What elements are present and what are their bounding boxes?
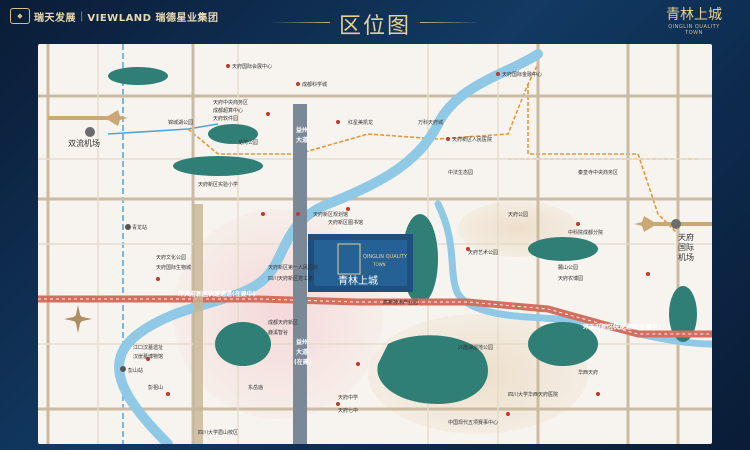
poi-p: 天府新区第一人民医院 (268, 264, 318, 271)
poi-a: 天府国际会展中心 (232, 63, 272, 70)
poi-l: 天府中学 (338, 394, 358, 401)
project-badge: 青林上城 QINGLIN QUALITY TOWN (656, 4, 732, 40)
road-yizhou-low-1: 益州 (296, 338, 308, 346)
poi-w: 江口汉墓遗址 (133, 344, 163, 351)
poi-x2: 中科院成都分院 (568, 229, 603, 236)
rail-line-top (107, 123, 219, 135)
airport-tianfu-3: 机场 (678, 252, 694, 262)
poi-g: 兴隆湖湿地公园 (458, 344, 493, 351)
airport-tianfu-1: 天府 (678, 232, 694, 242)
road-yizhou-low-2: 大道 (296, 348, 308, 356)
poi-n: 中国现代五项赛事中心 (448, 419, 498, 426)
park-far-east (669, 286, 697, 342)
title-line-right (420, 22, 480, 23)
lake-southwest (215, 322, 271, 366)
poi-cc: 天府文化公园 (156, 254, 186, 261)
brand-logo-icon: ◆ (10, 8, 30, 24)
park-belt (173, 156, 263, 176)
poi-ff: 秦皇寺中央商务区 (578, 169, 618, 176)
project-en-1: QINGLIN QUALITY (363, 254, 408, 260)
tianfu-avenue (193, 204, 203, 444)
poi-gg: 天府新区实验小学 (198, 181, 238, 188)
lake-east (528, 322, 598, 366)
metro-line-2 (527, 84, 679, 235)
ring-expressway (38, 295, 712, 338)
airport-east-marker (671, 219, 681, 229)
poi-kk: 华西天府 (578, 369, 598, 376)
poi-jj: 中法生态园 (448, 169, 473, 176)
airplane-west-icon (48, 110, 128, 126)
brand-separator: | (80, 10, 84, 22)
poi-nn: 成都天府新区 (268, 319, 298, 326)
poi-s: 天府软件园 (213, 115, 238, 122)
location-map: 天府国际会展中心 成都科学城 天府国际金融中心 天府中央商务区 成都超算中心 天… (38, 44, 712, 444)
poi-hh: 天府新区图书馆 (328, 219, 363, 226)
page-title: 区位图 (338, 14, 411, 39)
airport-shuangliu: 双流机场 (68, 138, 100, 148)
poi-aa: 东岳庙 (248, 384, 263, 391)
poi-u: 红星美凯龙 (348, 119, 373, 126)
project-badge-en: QINGLIN QUALITY (668, 24, 720, 30)
project-badge-en-sub: TOWN (685, 30, 703, 36)
project-cn: 青林上城 (338, 274, 378, 287)
poi-q: 四川天府新区党工委 (268, 275, 313, 282)
poi-b: 成都科学城 (302, 81, 327, 88)
poi-pp: 天府农博园 (558, 275, 583, 282)
poi-z: 四川大学眉山校区 (198, 429, 238, 436)
poi-ii: 天府国际生物城 (156, 264, 191, 271)
poi-oo: 天府新区规划馆 (313, 211, 348, 218)
lake-xinglong (377, 335, 488, 404)
brand-left: 瑞天发展 (34, 12, 76, 24)
poi-j: 天府新区人民医院 (452, 136, 492, 143)
poi-d: 天府中央商务区 (213, 99, 248, 106)
poi-y: 彭祖山 (148, 384, 163, 391)
poi-x: 汉崖墓博物馆 (133, 353, 163, 360)
poi-rr: 天府艺术公园 (468, 249, 498, 256)
park-north (108, 67, 168, 85)
header: ◆ 瑞天发展 | VIEWLAND 瑞德星业集团 区位图 青林上城 QINGLI… (0, 0, 750, 40)
airport-west-marker (85, 127, 95, 137)
park-east (528, 237, 598, 261)
road-yizhou-1: 益州 (296, 126, 308, 134)
poi-m: 天府七中 (338, 407, 358, 414)
station-markers (120, 224, 131, 372)
poi-markers (146, 64, 650, 416)
poi-bb: 鹿溪智谷 (268, 329, 288, 336)
yizhou-avenue (293, 104, 307, 444)
river-jinjiang (114, 49, 543, 444)
brand-right: VIEWLAND 瑞德星业集团 (87, 12, 219, 24)
compass-icon (64, 305, 92, 333)
project-en-2: TOWN (372, 262, 386, 267)
poi-dd: 麓山公园 (558, 264, 578, 271)
title-line-left (270, 22, 330, 23)
poi-ll: 万科天府城 (418, 119, 443, 126)
poi-v: 龙湾公园 (238, 139, 258, 146)
poi-ee: 锦城湖公园 (168, 119, 193, 126)
poi-mm: 高新技术产业园 (383, 299, 418, 306)
poi-e: 成都超算中心 (213, 107, 243, 114)
road-grid-minor (38, 44, 712, 444)
road-yizhou-2: 大道 (296, 136, 308, 144)
brand-logos: ◆ 瑞天发展 | VIEWLAND 瑞德星业集团 (10, 8, 218, 24)
project-logo-icon (337, 243, 361, 275)
poi-f: 天府公园 (508, 211, 528, 218)
poi-c: 天府国际金融中心 (502, 71, 542, 78)
poi-k: 四川大学华西天府医院 (508, 391, 558, 398)
road-huan-right: 环天府新区快速通道(在建中) (583, 323, 661, 331)
project-badge-title: 青林上城 (666, 7, 722, 23)
road-huan-top: 环天府新区快速通道(在建中) (178, 290, 256, 298)
road-yizhou-low-3: (在建) (294, 358, 312, 366)
park-mid (208, 124, 258, 144)
station-penglai: 彭山站 (128, 367, 143, 374)
airport-tianfu-2: 国际 (678, 243, 694, 252)
map-svg: 天府国际会展中心 成都科学城 天府国际金融中心 天府中央商务区 成都超算中心 天… (38, 44, 712, 444)
station-qinglong: 青龙站 (132, 224, 147, 231)
